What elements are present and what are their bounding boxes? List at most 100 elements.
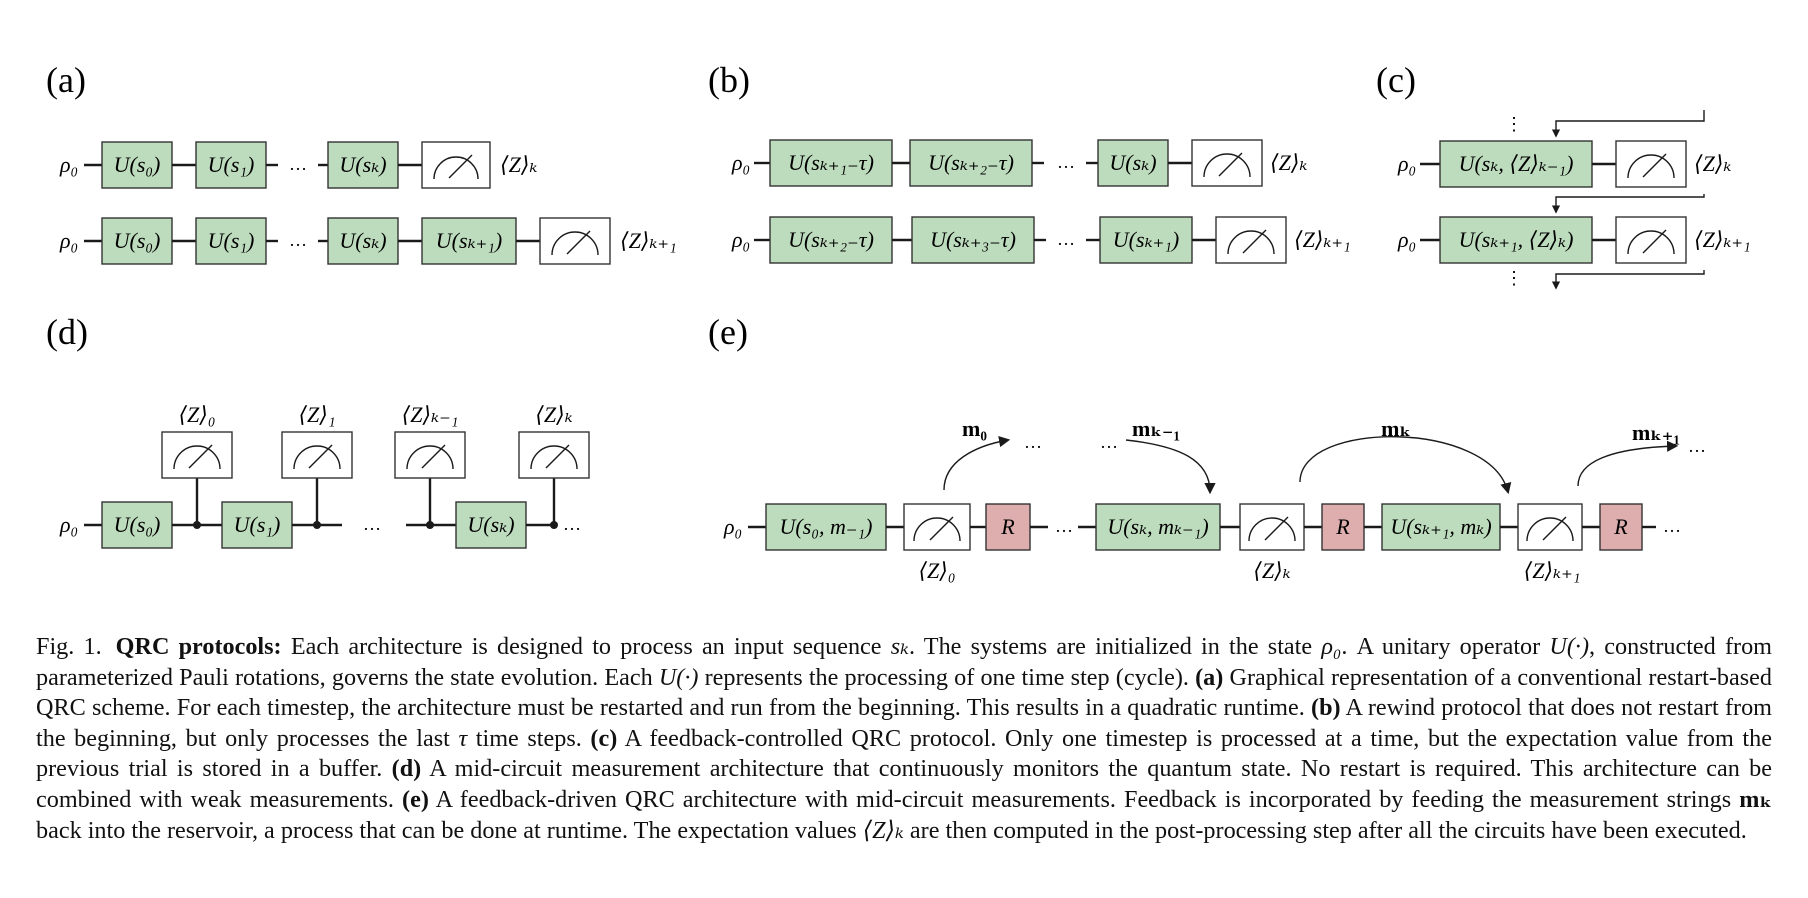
initial-state-label: ρ₀ — [731, 227, 750, 252]
unitary-gate-label: U(sₖ₊₁, ⟨Z⟩ₖ) — [1459, 227, 1574, 252]
caption-text: A feedback-driven QRC architecture with … — [428, 785, 1740, 813]
unitary-gate-label: U(sₖ) — [339, 152, 386, 177]
unitary-gate-label: U(s₁) — [208, 228, 255, 253]
caption-text: Graphical representation of a convention… — [36, 663, 1772, 722]
feedback-label: mₖ₋₁ — [1132, 416, 1180, 441]
unitary-gate — [1439, 140, 1593, 188]
measurement-meter-icon — [421, 141, 491, 189]
unitary-gate-label: U(sₖ) — [1109, 150, 1156, 175]
feedback-arrow — [943, 436, 1011, 491]
caption-text: A mid-circuit measurement architecture t… — [36, 755, 1772, 813]
ellipsis: … — [1057, 229, 1075, 249]
ellipsis: … — [1100, 432, 1118, 452]
unitary-gate — [327, 217, 399, 265]
unitary-gate-label: U(sₖ₊₁) — [436, 228, 502, 253]
feedback-arrow — [1551, 110, 1705, 138]
panel-b-row-1: ρ₀ U(sₖ₊₁₋τ) U(sₖ₊₂₋τ) … U(sₖ) ⟨Z⟩ₖ — [731, 139, 1307, 187]
math-symbol: ⟨Z⟩ₖ — [862, 816, 904, 844]
unitary-gate — [327, 141, 399, 189]
panel-a: (a) ρ₀ U(s₀) U(s₁) … U(sₖ) ⟨Z⟩ₖ ρ₀ — [46, 60, 677, 265]
reset-gate-label: R — [1335, 514, 1350, 539]
initial-state-label: ρ₀ — [1397, 227, 1416, 252]
unitary-gate — [101, 217, 173, 265]
reset-gate-label: R — [1000, 514, 1015, 539]
unitary-gate-label: U(s₀) — [114, 228, 161, 253]
caption-text: Each architecture is designed to process… — [281, 633, 891, 660]
unitary-gate-label: U(s₀) — [114, 512, 161, 537]
ellipsis: … — [289, 154, 307, 174]
expectation-label: ⟨Z⟩ₖ₊₁ — [1294, 227, 1351, 252]
unitary-gate — [769, 139, 893, 187]
ellipsis: … — [289, 230, 307, 250]
unitary-gate — [909, 139, 1033, 187]
measurement-meter-icon — [1239, 503, 1305, 551]
caption-text: are then computed in the post-processing… — [903, 816, 1747, 844]
initial-state-label: ρ₀ — [1397, 151, 1416, 176]
unitary-gate — [1097, 139, 1169, 187]
measurement-meter-icon — [518, 431, 590, 479]
unitary-gate-label: U(sₖ₊₁, mₖ) — [1390, 514, 1491, 539]
expectation-label: ⟨Z⟩₀ — [918, 558, 955, 583]
ellipsis: … — [1055, 516, 1073, 536]
unitary-gate-label: U(sₖ) — [467, 512, 514, 537]
caption-heading: QRC protocols: — [115, 633, 282, 660]
caption-panel-ref: (c) — [590, 724, 618, 752]
expectation-label: ⟨Z⟩ₖ — [1694, 151, 1731, 176]
panel-c: (c) ⋮ ⋮ ρ₀ U(sₖ, ⟨Z⟩ₖ₋₁) ⟨Z⟩ₖ ρ₀ U(sₖ₊₁,… — [1376, 60, 1751, 290]
unitary-gate — [221, 501, 293, 549]
unitary-gate-label: U(sₖ) — [339, 228, 386, 253]
unitary-gate — [421, 217, 517, 265]
unitary-gate-label: U(s₀) — [114, 152, 161, 177]
vertical-ellipsis: ⋮ — [1505, 268, 1523, 288]
math-symbol: ρ₀ — [1321, 633, 1342, 660]
caption-text: A feedback-controlled QRC protocol. Only… — [36, 724, 1772, 783]
measurement-meter-icon — [1615, 140, 1687, 188]
ellipsis: … — [1688, 436, 1706, 456]
unitary-gate — [455, 501, 527, 549]
mid-circuit-measurement: ⟨Z⟩₁ — [281, 402, 353, 529]
expectation-label: ⟨Z⟩ₖ — [535, 402, 572, 427]
initial-state-label: ρ₀ — [59, 152, 78, 177]
unitary-gate-label: U(sₖ₊₂₋τ) — [928, 150, 1014, 175]
panel-b-row-2: ρ₀ U(sₖ₊₂₋τ) U(sₖ₊₃₋τ) … U(sₖ₊₁) ⟨Z⟩ₖ₊₁ — [731, 216, 1351, 264]
math-symbol: sₖ — [890, 633, 909, 660]
feedback-label: mₖ₊₁ — [1632, 420, 1680, 445]
feedback-label: mₖ — [1381, 416, 1411, 441]
panel-b: (b) ρ₀ U(sₖ₊₁₋τ) U(sₖ₊₂₋τ) … U(sₖ) ⟨Z⟩ₖ … — [708, 60, 1351, 264]
expectation-label: ⟨Z⟩ₖ₊₁ — [1524, 558, 1581, 583]
ellipsis: … — [363, 514, 381, 534]
feedback-arrow — [1551, 270, 1705, 290]
expectation-label: ⟨Z⟩ₖ₋₁ — [402, 402, 459, 427]
figure-number: Fig. 1. — [36, 633, 102, 660]
mid-circuit-measurement: ⟨Z⟩ₖ — [518, 402, 590, 529]
caption-panel-ref: (b) — [1311, 694, 1341, 722]
unitary-gate-label: U(s₁) — [234, 512, 281, 537]
reset-gate — [1321, 503, 1365, 551]
expectation-label: ⟨Z⟩₁ — [298, 402, 335, 427]
caption-text: represents the processing of one time st… — [698, 663, 1196, 691]
mid-circuit-measurement: ⟨Z⟩ₖ₋₁ — [394, 402, 466, 529]
vertical-ellipsis: ⋮ — [1505, 114, 1523, 134]
measurement-meter-icon — [903, 503, 971, 551]
unitary-gate-label: U(sₖ₊₂₋τ) — [788, 227, 874, 252]
reset-gate — [985, 503, 1031, 551]
panel-a-row-2: ρ₀ U(s₀) U(s₁) … U(sₖ) U(sₖ₊₁) ⟨Z⟩ₖ₊₁ — [59, 217, 677, 265]
unitary-gate — [195, 141, 267, 189]
caption-panel-ref: (a) — [1195, 663, 1224, 691]
expectation-label: ⟨Z⟩₀ — [178, 402, 215, 427]
feedback-arrow — [1577, 440, 1679, 487]
feedback-arrow — [1551, 194, 1705, 214]
unitary-gate-label: U(sₖ₊₁₋τ) — [788, 150, 874, 175]
reset-gate-label: R — [1613, 514, 1628, 539]
feedback-label: m₀ — [962, 416, 987, 441]
caption-panel-ref: (d) — [391, 755, 422, 783]
ellipsis: … — [1024, 432, 1042, 452]
ellipsis: … — [563, 514, 581, 534]
unitary-gate-label: U(s₁) — [208, 152, 255, 177]
panel-c-row-1: ρ₀ U(sₖ, ⟨Z⟩ₖ₋₁) ⟨Z⟩ₖ — [1397, 140, 1731, 188]
caption-text: . A unitary operator — [1341, 633, 1550, 660]
qrc-protocols-figure: (a) ρ₀ U(s₀) U(s₁) … U(sₖ) ⟨Z⟩ₖ ρ₀ — [46, 60, 1751, 583]
panel-c-row-2: ρ₀ U(sₖ₊₁, ⟨Z⟩ₖ) ⟨Z⟩ₖ₊₁ — [1397, 216, 1751, 264]
initial-state-label: ρ₀ — [59, 512, 78, 537]
feedback-arrow — [1125, 439, 1216, 495]
